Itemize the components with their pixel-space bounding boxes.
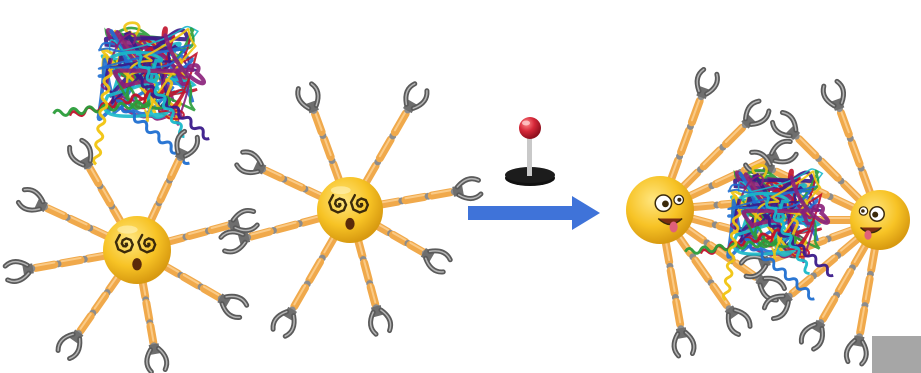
dizzy-face-emoji xyxy=(103,216,171,284)
arm-segment xyxy=(795,135,820,160)
captured-protein-icon xyxy=(684,164,834,301)
arm-segment xyxy=(837,233,863,257)
protein-helix xyxy=(135,52,185,139)
spiral-eye xyxy=(327,193,348,214)
claw-icon xyxy=(452,176,484,202)
arm-segment xyxy=(711,170,741,188)
claw-icon xyxy=(218,229,251,255)
arm-segment xyxy=(406,240,427,257)
claw-icon xyxy=(217,293,250,320)
arm-segment xyxy=(691,256,713,284)
arm-segment xyxy=(389,230,410,247)
claw-icon xyxy=(295,81,321,114)
claw-icon xyxy=(694,66,720,99)
zany-face-emoji xyxy=(626,176,694,244)
protein-ribbon-icon xyxy=(52,21,210,166)
arm-segment xyxy=(798,236,828,253)
protein-helix xyxy=(92,68,113,166)
protein-helix xyxy=(135,74,210,141)
dizzy-face-emoji xyxy=(317,177,383,243)
protein-helix xyxy=(744,238,815,301)
claw-icon xyxy=(15,186,48,213)
arm-segment xyxy=(207,221,232,235)
arm-segment xyxy=(31,260,59,272)
arm-segment xyxy=(709,282,731,310)
claw-icon xyxy=(671,327,697,359)
claw-icon xyxy=(724,305,753,337)
arm-segment xyxy=(828,225,858,242)
joystick-icon xyxy=(505,117,555,186)
claw-icon xyxy=(403,81,430,114)
claw-icon xyxy=(67,137,94,170)
arm-segment xyxy=(401,192,429,205)
spiral-eye xyxy=(114,233,135,254)
claw-icon xyxy=(741,98,772,129)
arm-segment xyxy=(90,291,110,315)
claw-icon xyxy=(766,138,799,165)
claw-icon xyxy=(843,335,869,367)
right-arrow-icon xyxy=(468,196,600,230)
claw-icon xyxy=(144,343,170,373)
claw-icon xyxy=(820,78,847,111)
arm-segment xyxy=(699,146,724,171)
protein-strand xyxy=(741,175,831,231)
arm-segment xyxy=(273,220,300,234)
claw-icon xyxy=(174,128,201,161)
robot-emoji-dizzy-1 xyxy=(2,128,260,373)
arm-segment xyxy=(817,157,842,182)
mouth xyxy=(345,217,355,230)
spiral-eye xyxy=(137,233,157,254)
arm-segment xyxy=(43,204,68,220)
arm-segment xyxy=(57,255,85,268)
claw-icon xyxy=(368,305,394,337)
tongue xyxy=(864,230,872,240)
mouth xyxy=(132,258,142,271)
tongue xyxy=(669,221,678,233)
captured-protein-complex xyxy=(626,66,910,367)
protein-strand xyxy=(732,191,798,257)
arm-segment xyxy=(66,214,91,231)
claw-icon xyxy=(270,306,297,339)
claw-icon xyxy=(55,329,84,362)
claw-icon xyxy=(761,292,793,322)
arm-segment xyxy=(427,188,455,200)
claw-icon xyxy=(2,259,34,284)
spiral-eye xyxy=(349,193,370,214)
arm-segment xyxy=(247,227,274,241)
corner-patch xyxy=(872,336,921,373)
protein-strand xyxy=(97,41,192,70)
arm-segment xyxy=(76,312,95,335)
arm-segment xyxy=(282,176,306,192)
arm-segment xyxy=(185,227,210,241)
claw-icon xyxy=(798,319,826,352)
robot-emoji-dizzy-2 xyxy=(218,81,484,339)
protein-helix xyxy=(721,208,742,301)
arm-segment xyxy=(829,194,859,213)
arm-segment xyxy=(788,274,815,298)
protein-helix xyxy=(763,193,810,275)
protein-strand xyxy=(727,183,816,211)
claw-icon xyxy=(420,248,453,275)
claw-icon xyxy=(228,207,260,234)
arm-segment xyxy=(179,272,203,290)
zany-face-emoji xyxy=(850,190,910,250)
claw-icon xyxy=(770,110,801,141)
protein-helix xyxy=(763,214,834,278)
protein-strand xyxy=(102,50,172,120)
arm-segment xyxy=(721,123,747,149)
arm-segment xyxy=(199,284,223,302)
arm-segment xyxy=(840,180,865,205)
claw-icon xyxy=(234,149,267,176)
arm-segment xyxy=(801,181,830,199)
protein-strand xyxy=(113,33,206,92)
arm-segment xyxy=(706,241,734,263)
arm-segment xyxy=(261,166,285,182)
